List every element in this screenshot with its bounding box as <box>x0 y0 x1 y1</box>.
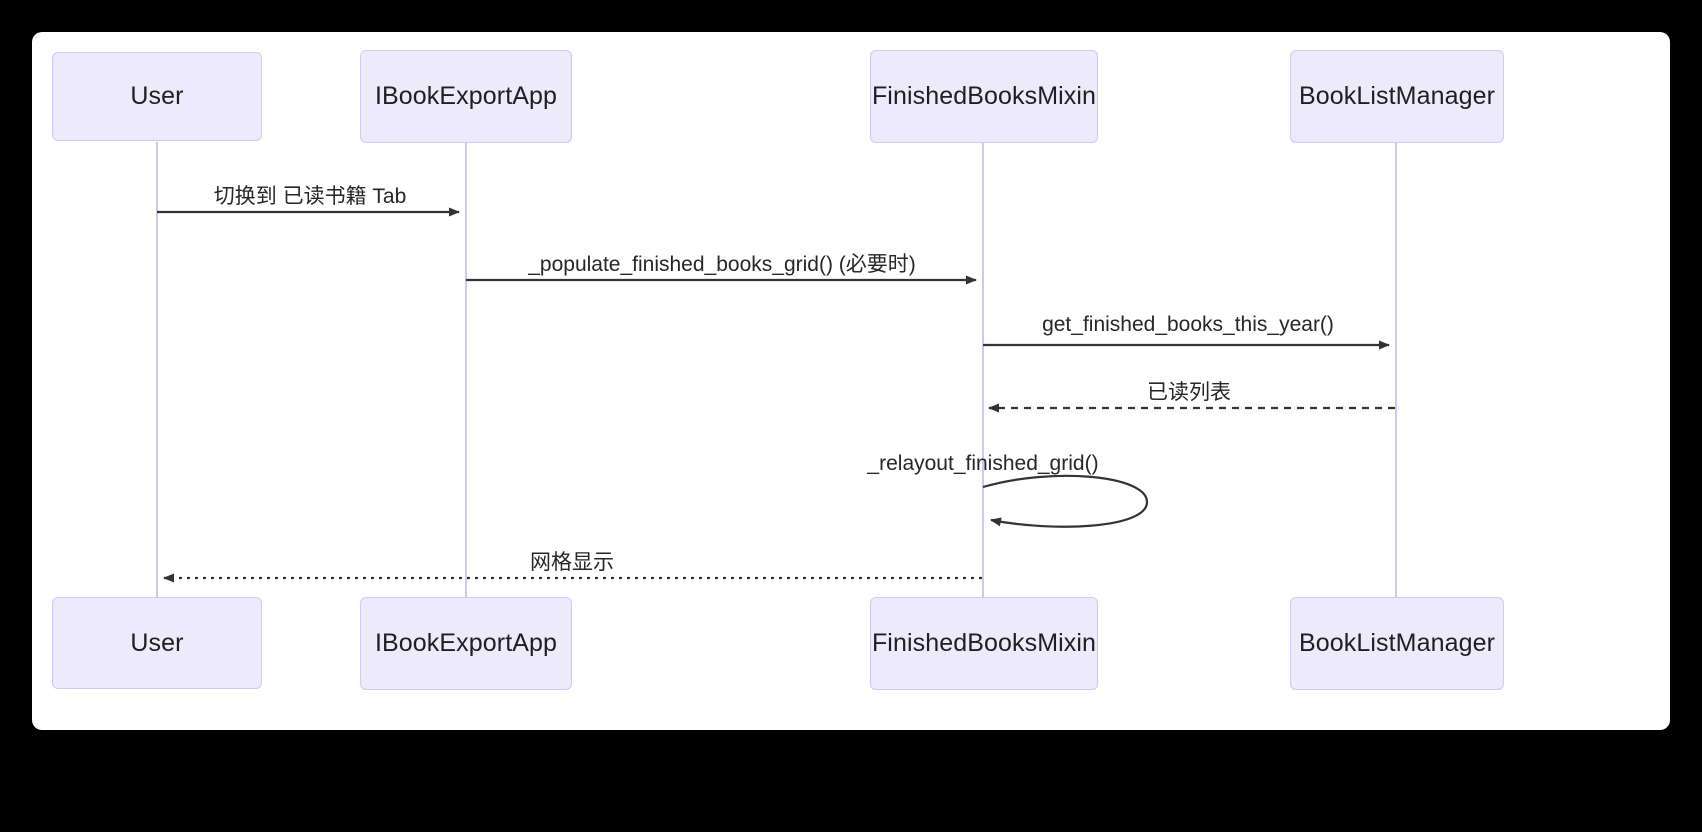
actor-label-manager-top: BookListManager <box>1298 82 1496 110</box>
lifeline-user <box>156 142 158 597</box>
diagram-canvas: User IBookExportApp FinishedBooksMixin B… <box>32 32 1670 730</box>
actor-box-top-mixin[interactable]: FinishedBooksMixin <box>870 50 1098 143</box>
message-label-4: _relayout_finished_grid() <box>867 452 1099 475</box>
actor-box-bottom-app[interactable]: IBookExportApp <box>360 597 572 690</box>
lifeline-mixin <box>982 142 984 597</box>
sequence-diagram-stage: User IBookExportApp FinishedBooksMixin B… <box>32 32 1670 730</box>
message-label-0: 切换到 已读书籍 Tab <box>213 185 407 208</box>
message-label-3: 已读列表 <box>1147 381 1231 404</box>
lifeline-app <box>465 142 467 597</box>
message-label-2: get_finished_books_this_year() <box>1042 313 1334 336</box>
actor-label-mixin-bottom: FinishedBooksMixin <box>871 629 1097 657</box>
actor-label-app-bottom: IBookExportApp <box>374 629 558 657</box>
actor-label-user-top: User <box>130 82 184 110</box>
actor-label-app-top: IBookExportApp <box>374 82 558 110</box>
actor-box-bottom-user[interactable]: User <box>52 597 262 689</box>
actor-box-top-manager[interactable]: BookListManager <box>1290 50 1504 143</box>
actor-box-bottom-manager[interactable]: BookListManager <box>1290 597 1504 690</box>
message-label-1: _populate_finished_books_grid() (必要时) <box>528 253 916 276</box>
lifeline-manager <box>1395 142 1397 597</box>
actor-label-user-bottom: User <box>130 628 184 657</box>
actor-box-top-user[interactable]: User <box>52 52 262 141</box>
actor-box-bottom-mixin[interactable]: FinishedBooksMixin <box>870 597 1098 690</box>
message-self-loop-4 <box>982 474 1149 528</box>
actor-label-mixin-top: FinishedBooksMixin <box>871 82 1097 110</box>
actor-label-manager-bottom: BookListManager <box>1298 629 1496 657</box>
message-label-5: 网格显示 <box>530 551 614 574</box>
actor-box-top-app[interactable]: IBookExportApp <box>360 50 572 143</box>
